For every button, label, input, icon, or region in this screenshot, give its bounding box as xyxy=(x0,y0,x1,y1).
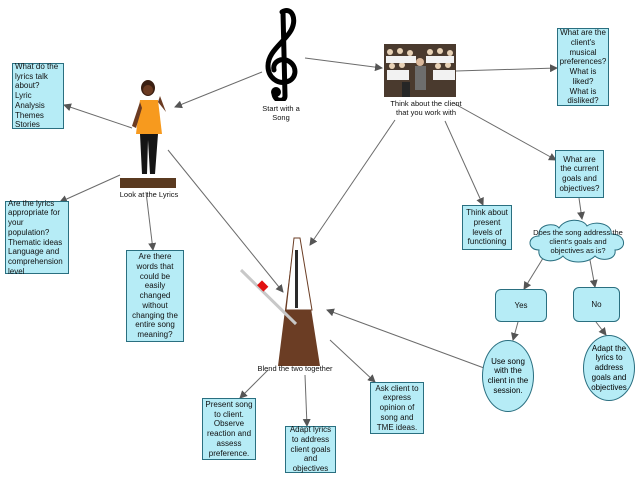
use-song-oval: Use song with the client in the session. xyxy=(482,340,534,412)
ask-client-box: Ask client to express opinion of song an… xyxy=(370,382,424,434)
adapt-song-oval: Adapt the lyrics to address goals and ob… xyxy=(583,335,635,401)
treble-clef-icon xyxy=(256,6,306,103)
client-label: Think about the client that you work wit… xyxy=(390,99,462,117)
words-changed-box: Are there words that could be easily cha… xyxy=(126,250,184,342)
lyrics-talk-box: What do the lyrics talk about? Lyric Ana… xyxy=(12,62,64,129)
choir-photo xyxy=(384,44,456,97)
present-song-box: Present song to client. Observe reaction… xyxy=(202,398,256,460)
song-label: Start with a Song xyxy=(262,104,300,122)
does-song-text: Does the song address the client's goals… xyxy=(533,228,623,255)
metronome-icon xyxy=(238,230,336,370)
cloud-shape xyxy=(529,219,624,263)
musical-pref-box: What are the client's musical preference… xyxy=(557,28,609,106)
lyrics-label: Look at the Lyrics xyxy=(119,190,179,199)
blend-label: Blend the two together xyxy=(257,364,333,373)
no-box: No xyxy=(573,287,620,322)
functioning-box: Think about present levels of functionin… xyxy=(462,205,512,250)
adapt-lyrics-box: Adapt lyrics to address client goals and… xyxy=(285,425,336,473)
appropriate-box: Are the lyrics appropriate for your popu… xyxy=(5,199,69,276)
yes-box: Yes xyxy=(495,289,547,322)
goals-box: What are the current goals and objective… xyxy=(555,150,604,198)
singer-figure xyxy=(120,78,176,190)
